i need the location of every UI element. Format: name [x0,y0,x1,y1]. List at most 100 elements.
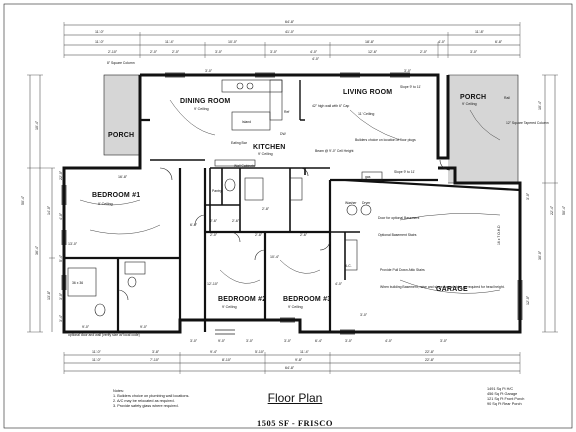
label-basement-note: When building Basement, raise and slope … [380,285,505,289]
dim-left-a: 10'-4" [35,120,39,130]
dim-misc-h: 2'-6" [300,233,308,237]
dim-misc-e: 2'-6" [232,219,240,223]
dim-top1-a: 11'-0" [95,30,105,34]
room-label-porch-right: PORCH [460,94,486,101]
dim-misc-i: 2'-8" [255,233,263,237]
dim-misc-b: 6'-8" [190,223,198,227]
dim-top2-e: 4'-0" [438,40,446,44]
dim-bot3-h: 3'-0" [345,339,353,343]
porch-right-area [448,75,518,183]
label-wall-42: 42" high wall with 6" Cap [312,104,349,108]
area-item: 121 Sq Ft Front Porch [487,397,525,401]
dim-bot3-a: 9'-0" [82,325,90,329]
label-pantry: Pantry [212,189,222,193]
room-label-bedroom2: BEDROOM #2 [218,296,266,303]
kitchen-fixtures [214,79,283,167]
dim-misc-m: 3'-0" [360,313,368,317]
room-ceiling-kitchen: 9' Ceiling [258,152,273,156]
dim-bot2-e: 22'-8" [425,358,435,362]
label-dw: DW [280,132,286,136]
dim-top2-d: 18'-8" [365,40,375,44]
room-label-living: LIVING ROOM [343,89,392,96]
dim-bot3-i: 4'-0" [385,339,393,343]
dim-top2-c: 10'-0" [228,40,238,44]
dim-left-e: 22'-0" [59,170,63,180]
dimension-lines [27,22,558,374]
dim-right-c: 30'-0" [538,250,542,260]
dim-left-b: 36'-4" [35,245,39,255]
dim-misc-c: 13'-0" [68,242,78,246]
dim-left-i: 3'-4" [59,314,63,322]
laundry-fixtures [344,171,383,271]
dim-bot3-d: 9'-0" [218,339,226,343]
label-rail: Rail [504,96,510,100]
dim-misc-f: 2'-0" [210,233,218,237]
dim-misc-j: 12'-10" [207,282,219,286]
dim-left-d: 13'-8" [47,290,51,300]
plan-title: Floor Plan [267,391,323,405]
dim-right-d: 3'-0" [526,192,530,200]
dim-bot1-f: 22'-8" [425,350,435,354]
room-label-bedroom1: BEDROOM #1 [92,192,140,199]
label-garage-door: 16 x 7 O.H.D [497,225,501,245]
label-island: Island [242,120,251,124]
dim-misc-l: 4'-0" [335,282,343,286]
dim-overall-width-bottom: 64'-8" [285,366,295,370]
dim-bot3-c: 3'-0" [190,339,198,343]
dim-top1-c: 11'-8" [475,30,485,34]
label-optional-door: optional door and wall (verify size w/ l… [68,333,140,337]
dim-top3-i: 3'-0" [470,50,478,54]
label-washer: Washer [345,201,357,205]
note-item: 2. A/C may be relocated as required. [113,399,175,403]
dim-right-b: 22'-4" [550,205,554,215]
dim-top3-c: 2'-0" [172,50,180,54]
dim-top3-d: 3'-0" [215,50,223,54]
dim-bot3-j: 3'-0" [440,339,448,343]
notes-heading: Notes: [113,389,124,393]
room-label-porch-left: PORCH [108,132,134,139]
dim-top3-h: 2'-0" [420,50,428,54]
area-item: 90 Sq Ft Rear Porch [487,402,522,406]
label-dryer: Dryer [362,201,371,205]
dim-misc-g: 2'-8" [262,207,270,211]
dim-bot1-a: 11'-0" [92,350,102,354]
room-ceiling-porch-right: 9' Ceiling [462,102,477,106]
label-pull-down: Provide Pull Down Attic Stairs [380,268,425,272]
dim-left-c: 14'-0" [47,205,51,215]
dim-bot2-a: 11'-0" [92,358,102,362]
windows [61,72,523,335]
dim-right-a: 10'-4" [538,100,542,110]
room-ceiling-bedroom3: 9' Ceiling [288,305,303,309]
dim-top2-b: 11'-4" [165,40,175,44]
label-square-column-left: 8" Square Column [107,61,135,65]
label-slope-top: Slope 9' to 11' [400,85,421,89]
room-ceiling-bedroom2: 9' Ceiling [222,305,237,309]
bath-fixtures [67,177,303,317]
room-label-garage: GARAGE [436,286,468,293]
room-label-kitchen: KITCHEN [253,144,286,151]
label-opt-basement: Optional Basement Stairs [378,233,417,237]
dim-left-g: 5'-4" [59,254,63,262]
dim-misc-a: 16'-8" [118,175,128,179]
room-label-dining: DINING ROOM [180,98,230,105]
area-item: 456 Sq Ft Garage [487,392,518,396]
dim-left-h: 3'-0" [59,292,63,300]
dim-top3-b: 2'-0" [150,50,158,54]
dim-misc-k: 10'-4" [270,255,280,259]
dim-bot2-b: 7'-10" [150,358,160,362]
dim-top4-b: 4'-0" [312,57,320,61]
interior-walls [64,80,521,332]
dim-overall-width-top: 64'-8" [285,20,295,24]
dim-top3-a: 2'-10" [108,50,118,54]
dim-bot3-g: 6'-4" [315,339,323,343]
dim-misc-d: 2'-6" [210,219,218,223]
area-summary: 1491 Sq Ft H/C 456 Sq Ft Garage 121 Sq F… [487,387,557,407]
label-slope-bottom: Slope 9' to 11' [394,170,415,174]
dim-bot1-b: 3'-8" [152,350,160,354]
title-block: Floor Plan 1505 SF - FRISCO [230,391,360,428]
note-item: 1. Builders choice on plumbing wall loca… [113,394,190,398]
electrical-wiring [79,99,501,294]
dim-overall-depth-right: 50'-4" [562,205,566,215]
sheet-border [3,3,573,429]
